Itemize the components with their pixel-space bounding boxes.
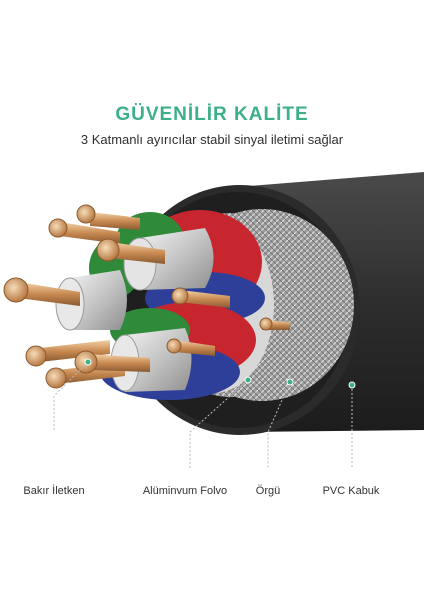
label-copper-conductor: Bakır İletken (23, 485, 85, 497)
headline: GÜVENİLİR KALİTE (115, 104, 309, 125)
label-pvc-jacket: PVC Kabuk (322, 485, 380, 497)
subheadline: 3 Katmanlı ayırıcılar stabil sinyal ilet… (80, 132, 344, 147)
callout-markers (84, 358, 356, 389)
label-aluminum-foil: Alüminvum Folvo (142, 485, 228, 497)
callout-leaders (53, 361, 353, 468)
label-braid: Örgü (255, 485, 281, 497)
copper-conductors (3, 204, 290, 389)
